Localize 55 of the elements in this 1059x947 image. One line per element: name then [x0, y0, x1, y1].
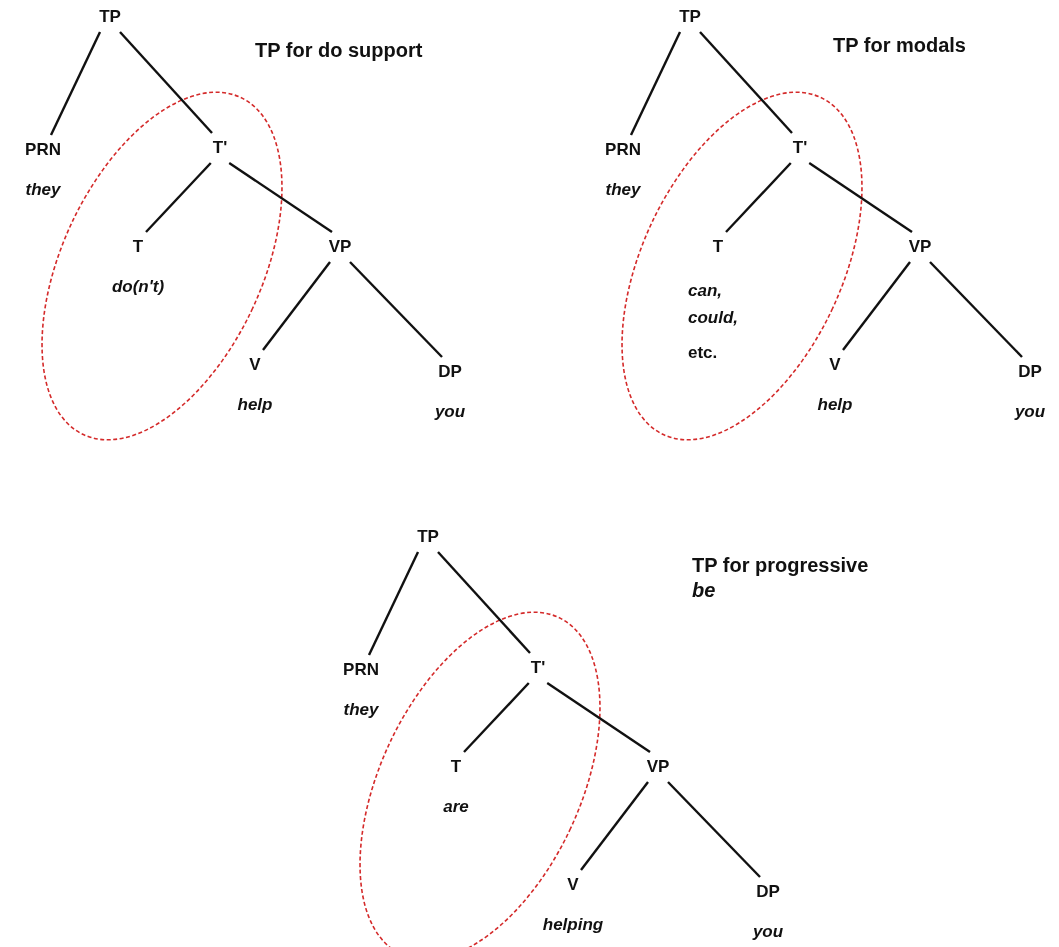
tree-title: TP for progressive be	[692, 553, 870, 603]
category-label: T	[711, 237, 725, 257]
category-label: PRN	[25, 140, 61, 160]
word-label: do(n't)	[111, 277, 165, 297]
category-label: V	[828, 355, 842, 375]
tree-branch-line	[929, 261, 1023, 358]
category-label: V	[566, 875, 580, 895]
tree-branch-line	[262, 261, 331, 351]
word-label: can, could,	[688, 280, 740, 330]
tree-branch-line	[367, 551, 420, 656]
category-label: T'	[792, 138, 808, 158]
word-label: they	[25, 180, 61, 200]
tree-branch-line	[546, 682, 651, 753]
word-label: etc.	[688, 342, 719, 365]
category-label: TP	[99, 7, 121, 27]
tree-branch-line	[228, 162, 333, 233]
category-label: PRN	[343, 660, 379, 680]
tree-branch-line	[119, 31, 213, 134]
category-label: T	[449, 757, 463, 777]
category-label: V	[248, 355, 262, 375]
tree-title: TP for do support	[255, 38, 423, 63]
category-label: TP	[417, 527, 439, 547]
tree-title: TP for modals	[833, 33, 966, 58]
tree-branch-line	[808, 162, 913, 233]
tree-branch-line	[580, 781, 649, 871]
word-label: you	[434, 402, 466, 422]
category-label: T'	[530, 658, 546, 678]
category-label: T	[131, 237, 145, 257]
tree-branch-line	[725, 162, 792, 233]
word-label: you	[752, 922, 784, 942]
word-label: are	[443, 797, 469, 817]
category-label: TP	[679, 7, 701, 27]
word-label: helping	[542, 915, 604, 935]
category-label: VP	[328, 237, 352, 257]
tree-branch-line	[145, 162, 212, 233]
tree-branch-line	[349, 261, 443, 358]
tree-branch-line	[842, 261, 911, 351]
tree-branch-line	[437, 551, 531, 654]
category-label: DP	[437, 362, 463, 382]
tree-branch-line	[463, 682, 530, 753]
tree-branch-line	[667, 781, 761, 878]
category-label: DP	[755, 882, 781, 902]
tree-branch-line	[629, 31, 682, 136]
category-label: DP	[1017, 362, 1043, 382]
category-label: PRN	[605, 140, 641, 160]
word-label: they	[605, 180, 641, 200]
word-label: they	[343, 700, 379, 720]
category-label: T'	[212, 138, 228, 158]
tree-branch-line	[699, 31, 793, 134]
word-label: help	[237, 395, 273, 415]
category-label: VP	[646, 757, 670, 777]
word-label: you	[1014, 402, 1046, 422]
category-label: VP	[908, 237, 932, 257]
tree-branch-line	[49, 31, 102, 136]
word-label: help	[817, 395, 853, 415]
